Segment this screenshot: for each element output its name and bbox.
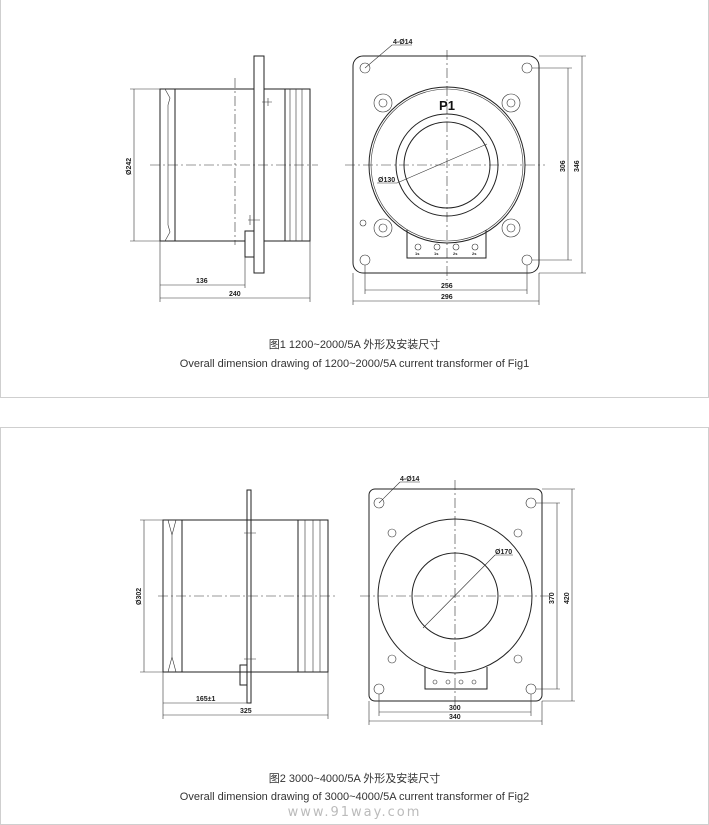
fig2-dim-325: 325 <box>240 708 252 715</box>
fig1-dim-136: 136 <box>196 278 208 285</box>
watermark: www.91way.com <box>287 805 422 820</box>
fig1-side-view: Ø242 136 240 <box>126 55 318 302</box>
terminal-label: 2s <box>453 251 458 256</box>
fig1-front-view: 1s 1s 2s 2s P1 4-Ø14 Ø130 306 346 256 29… <box>345 39 586 305</box>
fig2-dim-bore: Ø170 <box>495 549 512 556</box>
fig1-dim-346: 346 <box>574 160 581 172</box>
fig2-dim-340: 340 <box>449 714 461 721</box>
fig2-caption-en: Overall dimension drawing of 3000~4000/5… <box>179 791 530 803</box>
fig1-dim-body-diameter: Ø242 <box>126 158 133 175</box>
fig1-dim-296: 296 <box>441 294 453 301</box>
fig2-dim-370: 370 <box>549 592 556 604</box>
fig2-front-view: 4-Ø14 Ø170 370 420 300 340 <box>360 476 575 725</box>
terminal-label: 2s <box>472 251 477 256</box>
terminal-label: 1s <box>415 251 420 256</box>
fig1-dim-240: 240 <box>229 291 241 298</box>
fig2-dim-300: 300 <box>449 705 461 712</box>
fig1-dim-306: 306 <box>560 160 567 172</box>
ground-icon <box>359 219 367 227</box>
figure-1-panel <box>0 0 709 398</box>
fig1-dim-holes: 4-Ø14 <box>393 39 413 46</box>
fig1-caption-cn: 图1 1200~2000/5A 外形及安装尺寸 <box>268 339 441 351</box>
fig2-dim-holes: 4-Ø14 <box>400 476 420 483</box>
fig1-label-p1: P1 <box>439 98 455 113</box>
fig2-caption-cn: 图2 3000~4000/5A 外形及安装尺寸 <box>268 773 441 785</box>
figure-2-panel <box>0 427 709 825</box>
fig1-dim-bore: Ø130 <box>378 177 395 184</box>
fig1-caption-en: Overall dimension drawing of 1200~2000/5… <box>179 358 530 370</box>
fig2-dim-body-diameter: Ø302 <box>136 588 143 605</box>
fig1-dim-256: 256 <box>441 283 453 290</box>
fig2-dim-165: 165±1 <box>196 696 216 703</box>
terminal-label: 1s <box>434 251 439 256</box>
fig2-side-view: Ø302 165±1 325 <box>136 489 335 719</box>
fig1-terminals: 1s 1s 2s 2s <box>414 243 479 256</box>
fig2-dim-420: 420 <box>564 592 571 604</box>
